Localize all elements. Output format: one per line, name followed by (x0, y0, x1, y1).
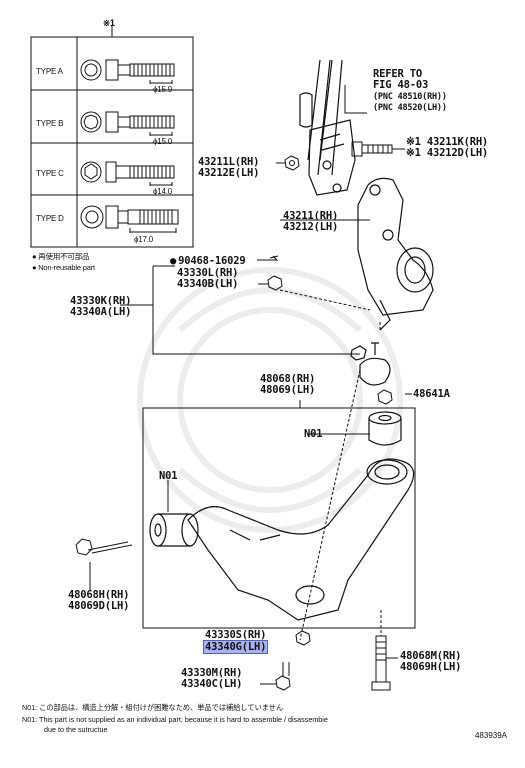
type-b-diameter: ϕ15.0 (153, 137, 173, 146)
ball-joint (350, 342, 391, 386)
type-b-label: TYPE B (36, 119, 64, 128)
bushing-horizontal (149, 513, 199, 547)
watermark-emblem (137, 267, 403, 533)
part-48068m[interactable]: 48068M(RH) (400, 650, 462, 662)
lower-control-arm (187, 458, 415, 621)
type-d-diameter: ϕ17.0 (134, 235, 154, 244)
type-table (30, 26, 194, 248)
part-43340g[interactable]: 43340G(LH) (202, 640, 269, 654)
part-43212d[interactable]: ※1 43212D(LH) (406, 147, 489, 159)
part-43211[interactable]: 43211(RH) (283, 210, 339, 222)
part-43211k[interactable]: ※1 43211K(RH) (406, 136, 489, 148)
part-48069d[interactable]: 48069D(LH) (68, 600, 130, 612)
bolt-type-a (80, 59, 175, 84)
strut-assembly (299, 59, 356, 196)
part-90468-16029[interactable]: 90468-16029 (170, 256, 246, 267)
steering-knuckle (357, 177, 434, 331)
part-43211l[interactable]: 43211L(RH) (198, 156, 260, 168)
note-english-line1: N01: This part is not supplied as an ind… (22, 715, 328, 724)
part-48068h[interactable]: 48068H(RH) (68, 589, 130, 601)
part-43340b[interactable]: 43340B(LH) (177, 278, 239, 290)
part-43212e[interactable]: 43212E(LH) (198, 167, 260, 179)
type-d-label: TYPE D (36, 214, 64, 223)
nut-43211l (276, 155, 300, 171)
part-43340g-highlighted[interactable]: 43340G(LH) (202, 640, 269, 654)
part-48069h[interactable]: 48069H(LH) (400, 661, 462, 673)
refer-line1: REFER TO (373, 68, 422, 80)
lower-arm-box (142, 407, 416, 629)
part-48069[interactable]: 48069(LH) (260, 384, 316, 396)
type-a-label: TYPE A (36, 67, 63, 76)
bolt-48068h (75, 538, 133, 590)
bolt-type-c (80, 161, 175, 186)
legend-english: ● Non-reusable part (32, 263, 95, 272)
part-48068[interactable]: 48068(RH) (260, 373, 316, 385)
legend-japanese: ● 再使用不可部品 (32, 252, 90, 261)
part-n01-lower[interactable]: N01 (159, 470, 178, 482)
type-table-marker: ※1 (103, 19, 115, 29)
type-a-diameter: ϕ15.9 (153, 85, 173, 94)
type-c-diameter: ϕ14.0 (153, 187, 173, 196)
type-c-label: TYPE C (36, 169, 64, 178)
refer-line2: FIG 48-03 (373, 79, 429, 91)
bolt-43330m (260, 662, 291, 691)
part-43330k[interactable]: 43330K(RH) (70, 295, 132, 307)
part-43340a[interactable]: 43340A(LH) (70, 306, 132, 318)
figure-id: 483939A (474, 731, 507, 740)
nut-43330l (258, 275, 283, 291)
bolt-type-b (80, 111, 175, 136)
part-43212[interactable]: 43212(LH) (283, 221, 339, 233)
bolt-48068m (371, 610, 398, 691)
part-43330s[interactable]: 43330S(RH) (205, 629, 267, 641)
bushing-vertical (368, 411, 402, 446)
nut-43330s (295, 630, 311, 646)
refer-line3: (PNC 48510(RH)) (373, 92, 447, 102)
part-n01-upper[interactable]: N01 (304, 428, 323, 440)
leader-bracket-43330k (120, 255, 360, 355)
part-48641a[interactable]: 48641A (413, 388, 450, 400)
bolt-type-d (80, 205, 179, 233)
nut-48641a (377, 389, 393, 405)
type-bolts (80, 59, 179, 233)
note-japanese: N01: この部品は、構造上分解・組付けが困難なため、単品では補給していません (22, 703, 284, 712)
bolt-43211k (351, 141, 405, 157)
part-43330l[interactable]: 43330L(RH) (177, 267, 239, 279)
part-43330m[interactable]: 43330M(RH) (181, 667, 243, 679)
refer-line4: (PNC 48520(LH)) (373, 103, 447, 113)
note-english-line2: due to the sutructue (44, 725, 108, 734)
part-43340c[interactable]: 43340C(LH) (181, 678, 243, 690)
